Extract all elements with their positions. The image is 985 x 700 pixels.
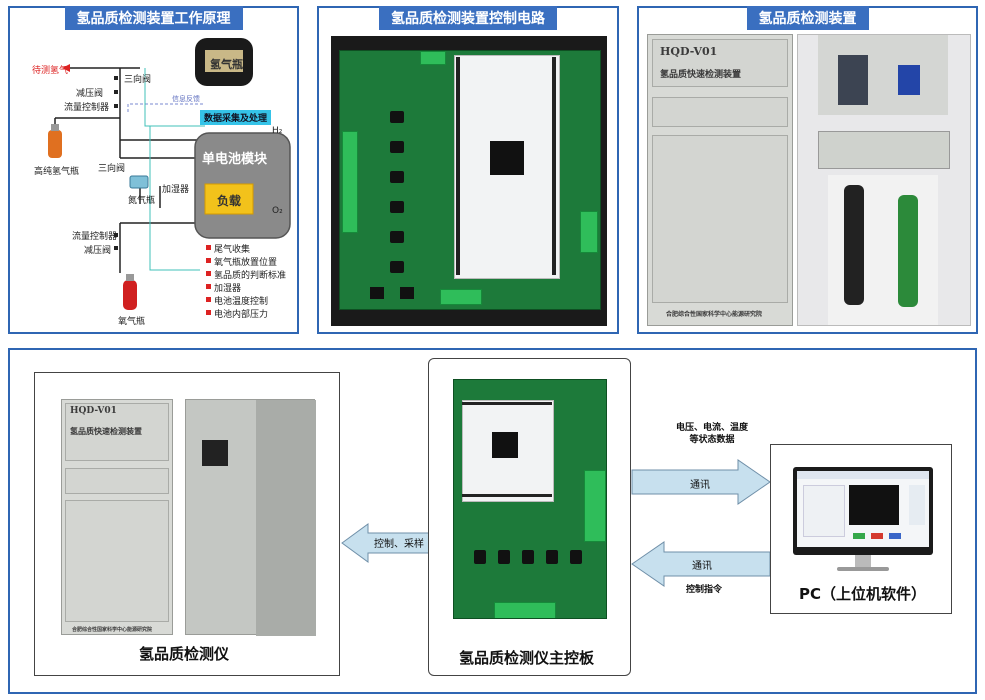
label-nitrogen-bottle: 氮气瓶 (128, 196, 156, 206)
label-flow-controller-bottom: 流量控制器 (72, 232, 118, 242)
instrument-cabinet-side (185, 399, 316, 636)
principle-diagram (48, 38, 291, 310)
label-three-way-top: 三向阀 (124, 75, 152, 85)
label-high-purity-h2: 高纯氢气瓶 (34, 167, 80, 177)
pc-monitor (793, 467, 933, 555)
label-cell-module: 单电池模块 (202, 152, 268, 167)
label-pressure-reducer-top: 减压阀 (76, 89, 104, 99)
arrow-lower-note: 控制指令 (686, 585, 723, 595)
panel-device: 氢品质检测装置 HQD-V01 氢品质快速检测装置 合肥综合性国家科学中心能源研… (637, 6, 978, 334)
device-cabinet-front: HQD-V01 氢品质快速检测装置 合肥综合性国家科学中心能源研究院 (647, 34, 793, 326)
label-oxygen-bottle: 氧气瓶 (118, 317, 146, 327)
label-daq: 数据采集及处理 (200, 110, 272, 125)
arrow-control-sampling-label: 控制、采样 (374, 539, 424, 550)
label-humidifier: 加湿器 (162, 185, 190, 195)
panel-title: 氢品质检测装置工作原理 (64, 6, 243, 30)
arrow-upper-note: 电压、电流、温度等状态数据 (676, 423, 749, 445)
label-sample-h2: 待测氢气 (32, 66, 69, 76)
panel-system: HQD-V01 氢品质快速检测装置 合肥综合性国家科学中心能源研究院 氢品质检测… (8, 348, 977, 694)
mainboard-pcb (453, 379, 607, 619)
label-pressure-reducer-bottom: 减压阀 (84, 246, 112, 256)
label-three-way-mid: 三向阀 (98, 164, 126, 174)
model-label: HQD-V01 (70, 406, 117, 416)
mainboard-box: 氢品质检测仪主控板 (428, 358, 631, 676)
institute-label: 合肥综合性国家科学中心能源研究院 (72, 627, 153, 633)
label-signal: 信息反馈 (172, 95, 200, 103)
label-load: 负载 (217, 194, 242, 208)
panel-title: 氢品质检测装置 (746, 6, 869, 30)
pc-box: PC（上位机软件） (770, 444, 952, 614)
arrow-upper-label: 通讯 (690, 480, 710, 491)
panel-control-circuit: 氢品质检测装置控制电路 (317, 6, 619, 334)
instrument-box: HQD-V01 氢品质快速检测装置 合肥综合性国家科学中心能源研究院 氢品质检测… (34, 372, 340, 676)
instrument-caption: 氢品质检测仪 (139, 645, 230, 663)
institute-label: 合肥综合性国家科学中心能源研究院 (666, 311, 763, 318)
pcb-board (339, 50, 601, 310)
arrow-upper-communication (631, 459, 771, 505)
instrument-cabinet-front: HQD-V01 氢品质快速检测装置 合肥综合性国家科学中心能源研究院 (61, 399, 173, 635)
device-name-label: 氢品质快速检测装置 (660, 70, 742, 80)
label-h2-out: H₂ (272, 126, 283, 136)
device-interior-photo (797, 34, 971, 326)
pc-caption: PC（上位机软件） (799, 585, 927, 603)
arrow-lower-label: 通讯 (692, 561, 712, 572)
circuit-photo (331, 36, 607, 326)
panel-title: 氢品质检测装置控制电路 (379, 6, 557, 30)
mainboard-caption: 氢品质检测仪主控板 (459, 649, 595, 667)
device-name-label: 氢品质快速检测装置 (70, 426, 142, 436)
panel-working-principle: 氢品质检测装置工作原理 (8, 6, 299, 334)
label-hydrogen-tank: 氢气瓶 (210, 58, 243, 71)
label-flow-controller-top: 流量控制器 (64, 103, 110, 113)
model-label: HQD-V01 (660, 45, 718, 58)
label-o2-out: O₂ (272, 206, 283, 216)
